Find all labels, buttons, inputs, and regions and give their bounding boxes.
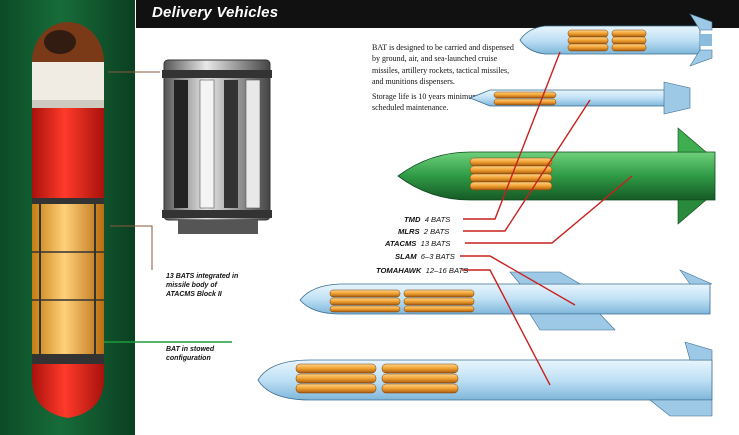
atacms-canister-image [158,40,276,250]
page-title: Delivery Vehicles [152,4,279,21]
leader-mlrs [463,99,591,232]
description-paragraph-1: BAT is designed to be carried and dispen… [372,43,514,87]
tmd-missile [519,13,713,67]
bat-submunition-image [32,22,104,418]
label-atacms: ATACMS 13 BATS [385,239,451,248]
caption-stowed: BAT in stowed configuration [166,346,215,362]
atacms-missile [397,127,716,225]
label-tomahawk: TOMAHAWK 12–16 BATS [376,266,469,275]
caption-integrated: 13 BATS integrated in missile body of AT… [166,273,239,298]
label-tmd: TMD 4 BATS [404,215,451,224]
leader-slam [460,255,576,306]
mlrs-rocket [468,81,691,115]
description-paragraph-2: Storage life is 10 years minimum, with n… [372,91,507,113]
label-slam: SLAM 6–3 BATS [395,252,455,261]
label-mlrs: MLRS 2 BATS [398,227,450,236]
leader-lines [108,51,633,386]
leader-tmd [463,51,561,220]
description-text: BAT is designed to be carried and dispen… [372,42,522,116]
leader-tomahawk [462,269,551,386]
leader-integrated [110,225,153,270]
title-bar [136,0,739,28]
leader-atacms [465,175,633,244]
tomahawk-missile [257,341,713,417]
